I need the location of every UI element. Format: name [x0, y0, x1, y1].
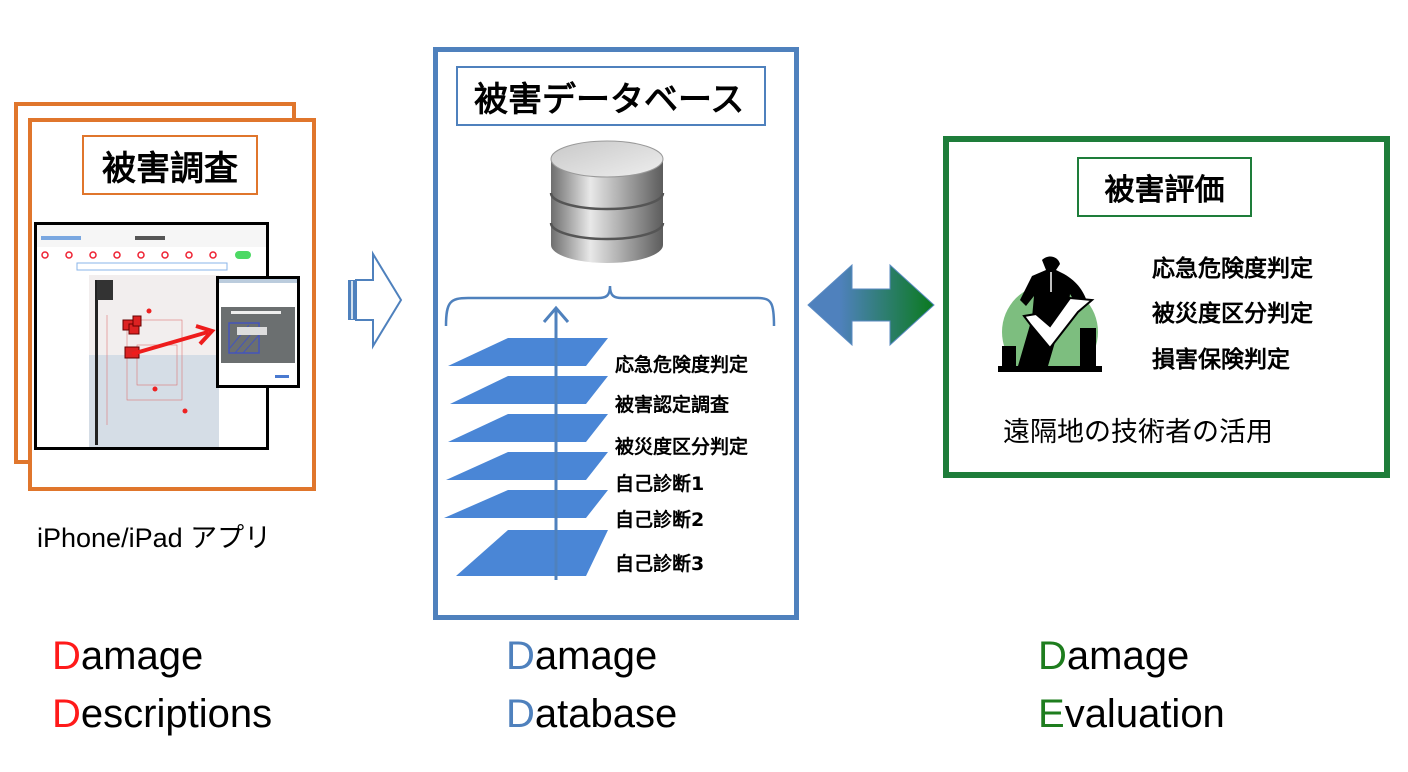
- evaluation-note: 遠隔地の技術者の活用: [1003, 417, 1273, 448]
- acronym-initial: D: [1038, 634, 1067, 678]
- layer-plane: [448, 338, 608, 366]
- acronym-rest: amage: [534, 634, 658, 678]
- layer-stack-diagram: [444, 285, 776, 580]
- flow-arrow-icon: [348, 250, 403, 350]
- acronym-rest: valuation: [1064, 692, 1225, 736]
- bidirectional-arrow-icon: [807, 263, 935, 347]
- evaluation-item: 損害保険判定: [1152, 347, 1290, 373]
- database-title: 被害データベース: [456, 66, 766, 126]
- acronym-initial: D: [52, 634, 81, 678]
- engineer-icon: [998, 256, 1102, 372]
- damage-photo-image: [219, 279, 297, 385]
- survey-title: 被害調査: [82, 135, 258, 195]
- link-arrow: [131, 324, 216, 356]
- acronym-rest: amage: [80, 634, 204, 678]
- acronym-initial: D: [506, 634, 535, 678]
- layer-label: 自己診断3: [615, 553, 705, 575]
- evaluation-item: 応急危険度判定: [1152, 256, 1313, 282]
- layer-plane: [456, 530, 608, 576]
- layer-label: 被害認定調査: [615, 394, 730, 416]
- survey-caption: iPhone/iPad アプリ: [37, 523, 272, 553]
- evaluation-acronym: Damage Evaluation: [1038, 627, 1225, 743]
- layer-label: 被災度区分判定: [615, 436, 749, 458]
- survey-acronym: Damage Descriptions: [52, 627, 272, 743]
- database-icon: [549, 140, 665, 263]
- layer-label: 自己診断2: [615, 509, 705, 531]
- database-acronym: Damage Database: [506, 627, 677, 743]
- acronym-rest: atabase: [534, 692, 678, 736]
- photo-screenshot: [216, 276, 300, 388]
- layer-plane: [450, 376, 608, 404]
- evaluation-item: 被災度区分判定: [1152, 301, 1313, 327]
- acronym-initial: E: [1038, 692, 1065, 736]
- acronym-rest: escriptions: [80, 692, 273, 736]
- layer-plane: [446, 452, 608, 480]
- bracket: [444, 285, 776, 327]
- evaluation-title: 被害評価: [1077, 157, 1252, 217]
- layer-plane: [448, 414, 608, 442]
- layer-plane: [444, 490, 608, 518]
- acronym-initial: D: [506, 692, 535, 736]
- layer-label: 応急危険度判定: [615, 354, 749, 376]
- acronym-rest: amage: [1066, 634, 1190, 678]
- layer-label: 自己診断1: [615, 473, 705, 495]
- acronym-initial: D: [52, 692, 81, 736]
